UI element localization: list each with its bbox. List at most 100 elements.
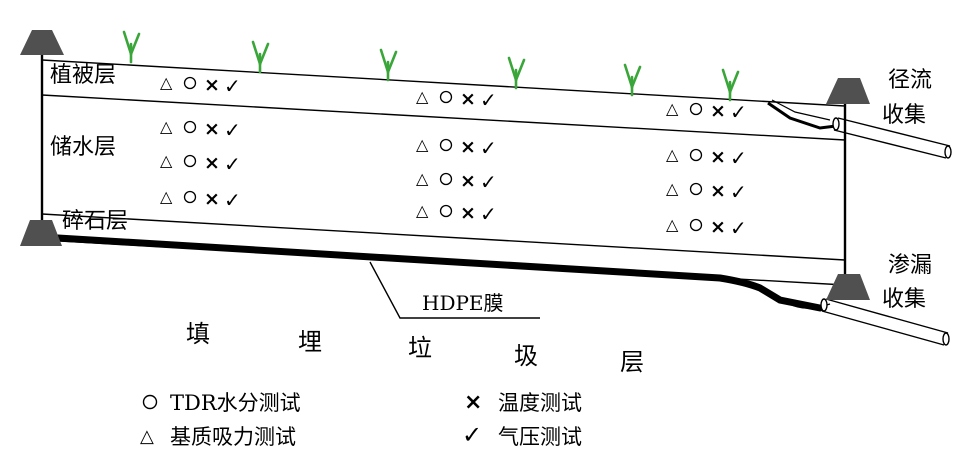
runoff-pipe-icon [832,117,952,159]
pressure-sensor-symbol: ✓ [730,216,747,240]
pressure-sensor-symbol: ✓ [224,188,241,212]
temperature-sensor-symbol: × [460,136,476,158]
sensor-cluster: △ ×✓ [666,215,747,240]
suction-sensor-symbol: △ [416,87,429,106]
survey-mound-icon [20,220,62,246]
pressure-sensor-symbol: ✓ [730,180,747,204]
sensor-cluster: △×✓ [416,87,497,112]
survey-mound-icon [20,30,64,55]
vegetation-layer-label: 植被层 [50,63,116,88]
pressure-sensor-symbol: ✓ [480,136,497,160]
pressure-sensor-symbol: ✓ [224,74,241,98]
grass-sprout-icon [251,40,270,74]
landfill-char: 层 [620,348,644,376]
suction-sensor-symbol: △ [416,201,429,220]
temperature-sensor-symbol: × [710,180,726,202]
suction-sensor-symbol: △ [666,215,679,234]
legend-temperature-symbol: × [464,390,482,415]
pressure-sensor-symbol: ✓ [730,100,747,124]
sensor-clusters: △×✓△×✓△×✓△×✓△×✓△×✓△×✓△×✓△×✓△×✓△×✓△×✓ [160,73,747,240]
legend-tdr-symbol [142,394,158,410]
tdr-sensor-symbol [439,90,453,104]
legend-pressure-symbol: ✓ [462,421,482,449]
tdr-sensor-symbol [183,76,197,90]
sensor-cluster: △ ×✓ [160,117,241,142]
tdr-sensor-symbol [689,182,703,196]
survey-mound-icon [826,78,870,104]
landfill-char: 填 [186,320,210,348]
sensor-cluster: △×✓ [416,135,497,160]
temperature-sensor-symbol: × [204,74,220,96]
grass-sprout-icon [122,30,141,64]
suction-sensor-symbol: △ [160,117,173,136]
legend-temperature-label: 温度测试 [498,391,582,415]
landfill-char: 圾 [514,342,538,370]
hdpe-label: HDPE膜 [422,291,504,315]
hdpe-membrane-edge [719,275,831,309]
pressure-sensor-symbol: ✓ [730,146,747,170]
vegetation-storage-line [41,94,846,141]
tdr-sensor-symbol [439,172,453,186]
suction-sensor-symbol: △ [416,169,429,188]
tdr-sensor-symbol [183,154,197,168]
legend-suction-label: 基质吸力测试 [170,425,296,449]
hdpe-membrane: HDPE膜 [54,234,831,319]
suction-sensor-symbol: △ [160,187,173,206]
hdpe-membrane-line [54,234,824,312]
temperature-sensor-symbol: × [710,100,726,122]
pressure-sensor-symbol: ✓ [224,118,241,142]
survey-mound-icon [826,274,870,300]
leakage-label-line2: 收集 [882,287,926,312]
temperature-sensor-symbol: × [204,152,220,174]
sensor-cluster: △ ×✓ [160,151,241,176]
grass-sprout-icon [507,56,526,90]
sensor-cluster: △ ×✓ [160,187,241,212]
leakage-label-line1: 渗漏 [888,253,932,278]
pressure-sensor-symbol: ✓ [224,152,241,176]
pressure-sensor-symbol: ✓ [480,170,497,194]
landfill-char: 垃 [408,334,432,362]
legend-suction-symbol: △ [140,426,154,447]
suction-sensor-symbol: △ [160,73,173,92]
suction-sensor-symbol: △ [666,99,679,118]
temperature-sensor-symbol: × [710,146,726,168]
tdr-sensor-symbol [183,120,197,134]
runoff-collection [767,99,952,159]
sensor-cluster: △ ×✓ [416,169,497,194]
grass-sprout-icon [379,48,398,82]
runoff-label-line2: 收集 [882,103,926,128]
tdr-sensor-symbol [689,218,703,232]
tdr-sensor-symbol [689,102,703,116]
grass-sprout-icon [623,63,642,97]
temperature-sensor-symbol: × [204,118,220,140]
temperature-sensor-symbol: × [460,170,476,192]
hdpe-leader-line [369,261,540,319]
runoff-trough [767,101,837,130]
landfill-char: 埋 [298,328,322,356]
grass-sprout-icon [721,68,740,102]
suction-sensor-symbol: △ [160,151,173,170]
tdr-sensor-symbol [439,138,453,152]
landfill-layer-label: 填 埋 垃 圾 层 [186,320,644,376]
sensor-cluster: △ ×✓ [666,99,747,124]
legend-pressure-label: 气压测试 [498,425,582,449]
sensor-cluster: △ ×✓ [160,73,241,98]
grass-sprouts [122,30,740,102]
pressure-sensor-symbol: ✓ [480,202,497,226]
runoff-trough-inner [771,99,831,121]
top-surface-line [41,59,846,107]
legend: TDR水分测试 × 温度测试 △ 基质吸力测试 ✓ 气压测试 [140,390,582,449]
storage-layer-label: 储水层 [50,135,116,160]
leakage-pipe-icon [820,298,950,346]
pressure-sensor-symbol: ✓ [480,88,497,112]
gravel-layer-label: 碎石层 [62,209,128,234]
temperature-sensor-symbol: × [460,202,476,224]
survey-mounds [20,30,870,300]
temperature-sensor-symbol: × [204,188,220,210]
suction-sensor-symbol: △ [666,179,679,198]
temperature-sensor-symbol: × [710,216,726,238]
legend-tdr-label: TDR水分测试 [170,391,301,415]
tdr-sensor-symbol [689,148,703,162]
storage-gravel-line [41,213,846,261]
sensor-cluster: △ ×✓ [416,201,497,226]
